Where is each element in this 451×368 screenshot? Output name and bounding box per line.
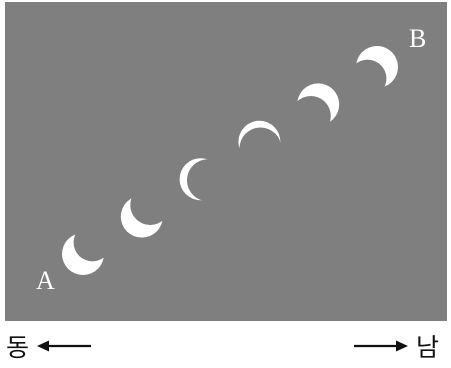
moon-shadow xyxy=(349,60,387,98)
eclipse-phase xyxy=(349,46,398,97)
eclipse-phase xyxy=(291,83,339,135)
right-arrow-icon xyxy=(354,339,408,353)
south-direction: 남 xyxy=(354,330,439,362)
left-arrow-icon xyxy=(37,339,91,353)
moon-shadow xyxy=(130,185,170,225)
moon-shadow xyxy=(291,96,331,136)
east-direction: 동 xyxy=(6,330,91,362)
moon-shadow xyxy=(239,128,281,170)
eclipse-diagram: A B xyxy=(5,2,447,321)
eclipse-phase-track xyxy=(5,2,447,321)
point-b-label: B xyxy=(409,26,426,52)
point-a-label: A xyxy=(36,268,55,294)
eclipse-phase xyxy=(180,158,229,201)
eclipse-phase xyxy=(238,121,281,170)
south-label: 남 xyxy=(416,328,439,364)
eclipse-phase xyxy=(62,224,111,275)
moon-shadow xyxy=(187,159,229,201)
east-label: 동 xyxy=(6,328,29,364)
eclipse-phase xyxy=(121,185,170,238)
moon-shadow xyxy=(74,224,112,262)
